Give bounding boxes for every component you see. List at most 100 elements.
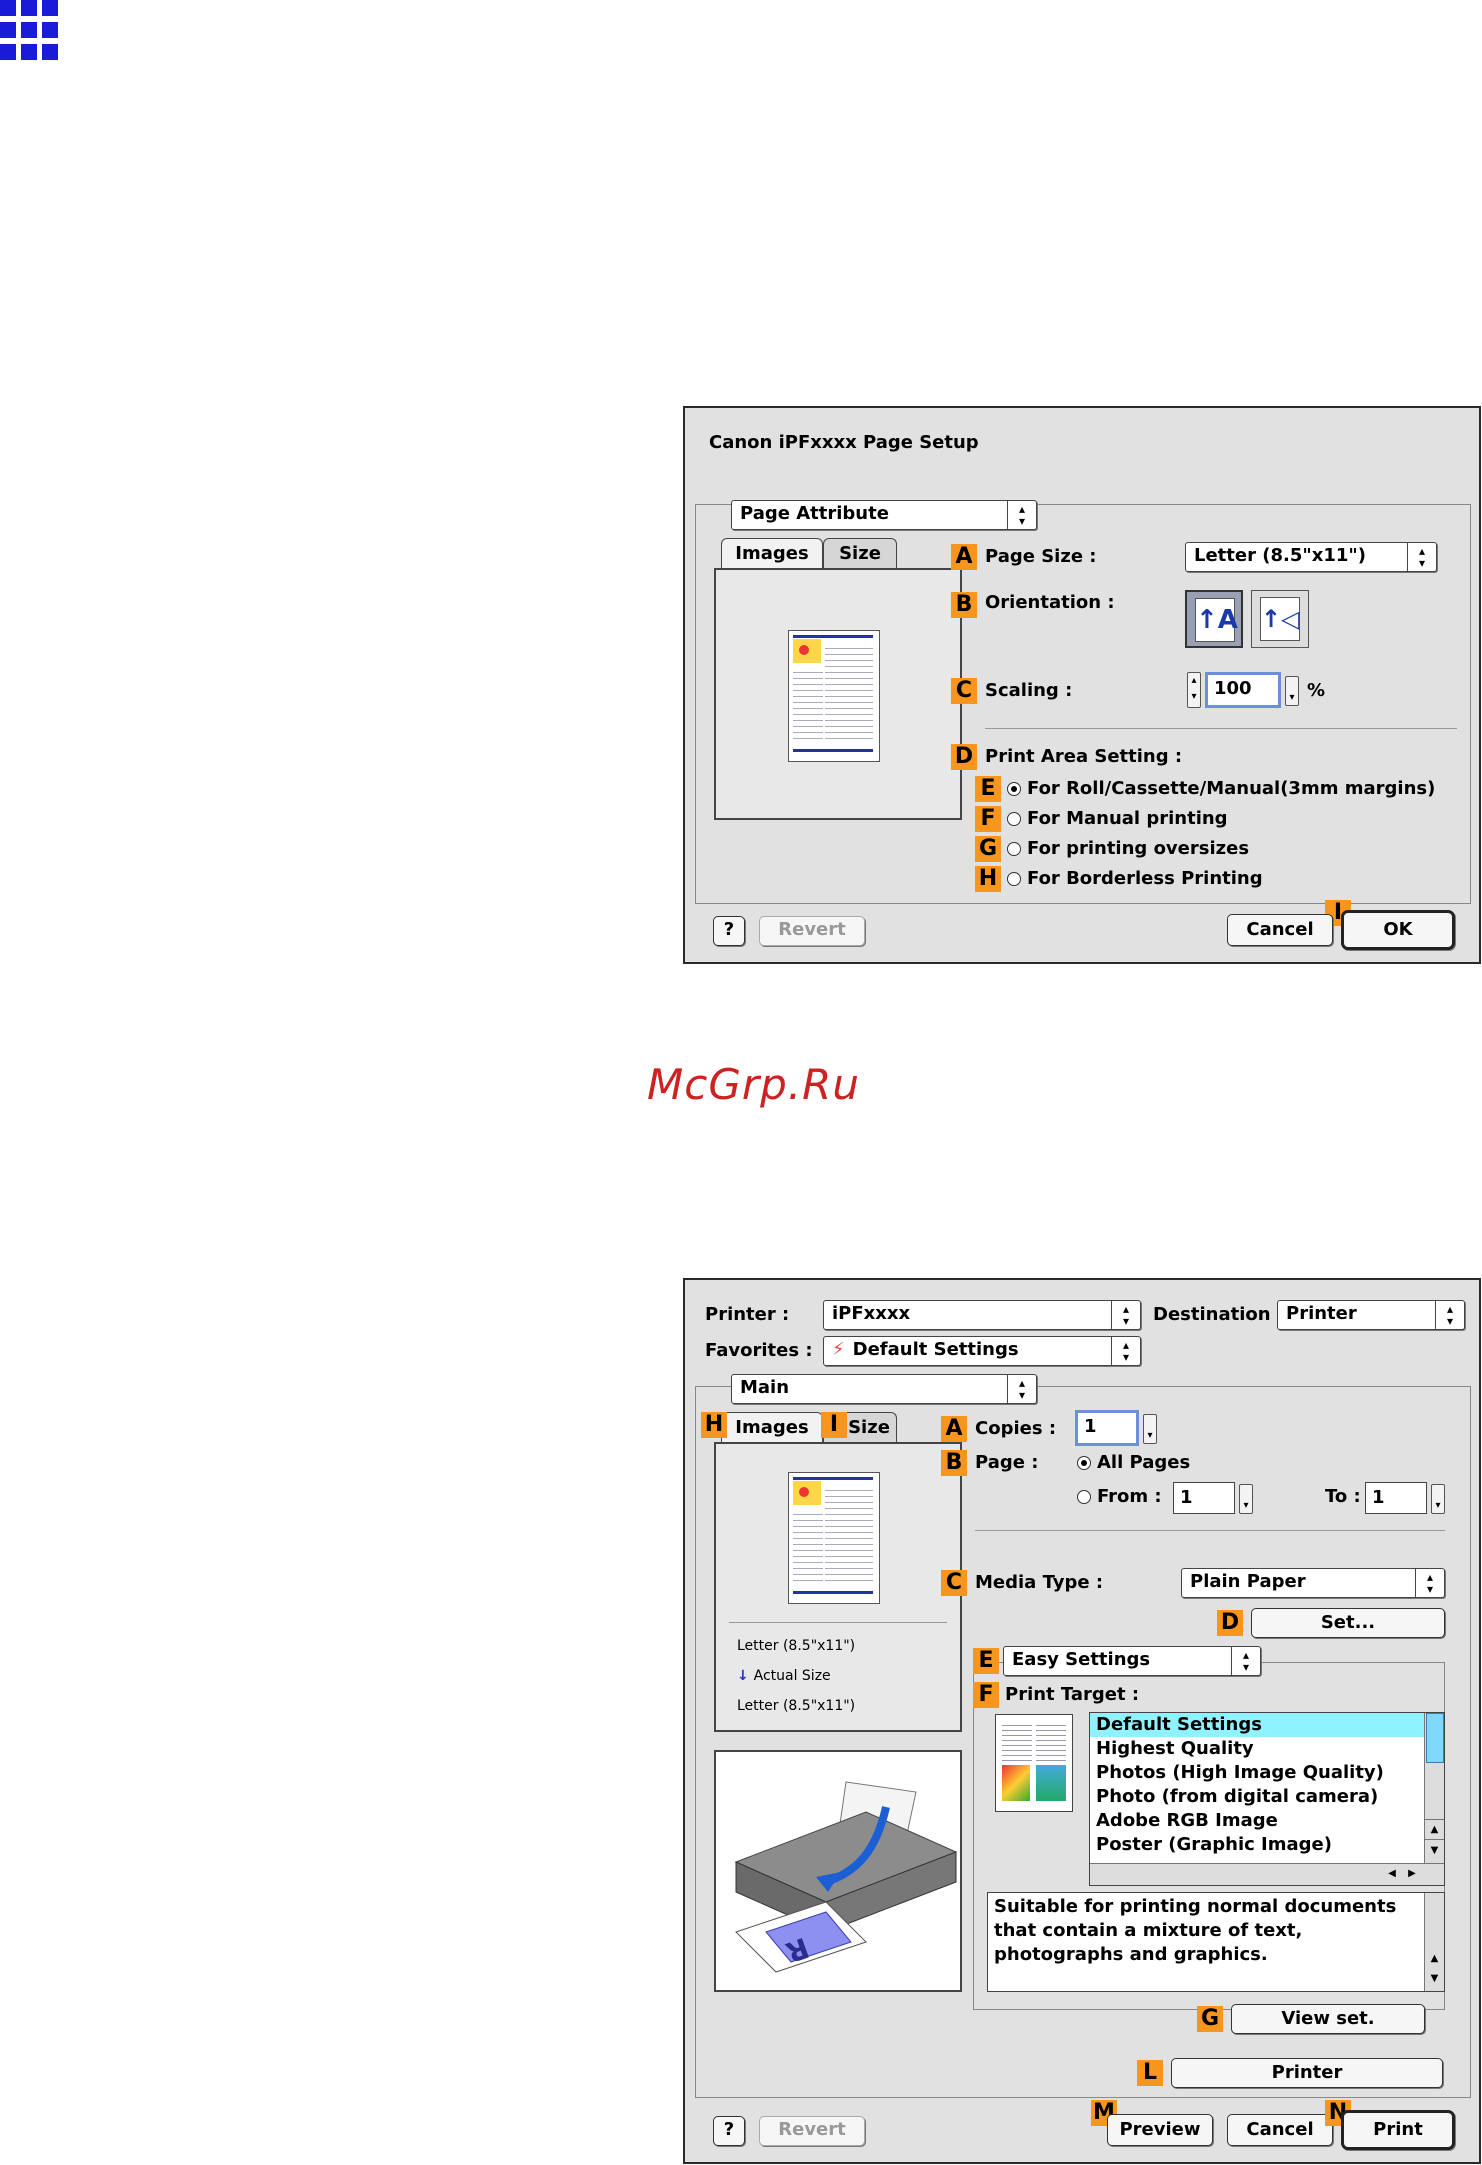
scroll-thumb[interactable] [1426, 1713, 1444, 1763]
marker-i: I [821, 1412, 847, 1438]
scaling-unit: % [1307, 680, 1326, 701]
scroll-up-icon[interactable]: ▲ [1430, 1953, 1439, 1964]
destination-label: Destination : [1153, 1304, 1285, 1325]
print-target-label: Print Target : [1005, 1684, 1140, 1705]
tab-label: Images [735, 543, 809, 564]
separator [975, 1530, 1445, 1531]
grid-menu-icon [0, 0, 60, 66]
marker-g: G [1197, 2006, 1223, 2032]
list-item[interactable]: Photos (High Image Quality) [1096, 1762, 1384, 1783]
from-input[interactable]: 1 [1173, 1482, 1235, 1514]
media-type-popup[interactable]: Plain Paper ▴▾ [1181, 1568, 1445, 1598]
page-attribute-popup[interactable]: Page Attribute ▴▾ [731, 500, 1037, 530]
marker-b: B [941, 1450, 967, 1476]
popup-value: Letter (8.5"x11") [1194, 545, 1366, 566]
scaling-stepper[interactable]: ▴▾ [1187, 672, 1201, 708]
portrait-orientation-button[interactable]: ↑A [1185, 590, 1243, 648]
page-label: Page : [975, 1452, 1039, 1473]
to-input[interactable]: 1 [1365, 1482, 1427, 1514]
help-button[interactable]: ? [713, 916, 745, 946]
actual-size-text: ↓ Actual Size [737, 1668, 831, 1684]
scroll-left-icon[interactable]: ◀ [1388, 1868, 1396, 1879]
scroll-up-icon[interactable]: ▲ [1425, 1819, 1444, 1840]
horizontal-scrollbar[interactable]: ◀ ▶ [1090, 1863, 1444, 1885]
copies-input[interactable]: 1 [1075, 1410, 1139, 1446]
from-label: From : [1097, 1486, 1162, 1507]
list-item[interactable]: Default Settings [1090, 1713, 1444, 1737]
dialog-content-frame [695, 1386, 1471, 2098]
marker-d: D [951, 744, 977, 770]
preview-button[interactable]: Preview [1107, 2114, 1213, 2146]
option-roll-cassette: For Roll/Cassette/Manual(3mm margins) [1027, 778, 1436, 799]
page-size-popup[interactable]: Letter (8.5"x11") ▴▾ [1185, 542, 1437, 572]
media-type-label: Media Type : [975, 1572, 1104, 1593]
radio-borderless[interactable] [1007, 872, 1021, 886]
cancel-button[interactable]: Cancel [1227, 2114, 1333, 2146]
size-from-text: Letter (8.5"x11") [737, 1638, 856, 1654]
scaling-dropdown[interactable]: ▾ [1285, 676, 1299, 706]
to-label: To : [1325, 1486, 1361, 1507]
up-down-arrows-icon: ▴▾ [1435, 1301, 1464, 1329]
page-size-label: Page Size : [985, 546, 1097, 567]
help-icon: ? [723, 919, 735, 940]
cancel-button[interactable]: Cancel [1227, 914, 1333, 946]
ok-button[interactable]: OK [1341, 910, 1455, 950]
option-manual-printing: For Manual printing [1027, 808, 1228, 829]
up-down-arrows-icon: ▴▾ [1111, 1301, 1140, 1329]
separator [985, 728, 1457, 729]
copies-dropdown[interactable]: ▾ [1143, 1414, 1157, 1444]
easy-settings-popup[interactable]: Easy Settings ▴▾ [1003, 1646, 1261, 1676]
view-settings-button[interactable]: View set. [1231, 2004, 1425, 2034]
media-set-button[interactable]: Set... [1251, 1608, 1445, 1638]
help-button[interactable]: ? [713, 2116, 745, 2146]
tab-images[interactable]: Images [721, 538, 823, 569]
to-dropdown[interactable]: ▾ [1431, 1484, 1445, 1514]
up-down-arrows-icon: ▴▾ [1007, 501, 1036, 529]
marker-e: E [973, 1648, 999, 1674]
actual-size-label: Actual Size [753, 1668, 831, 1684]
printer-popup[interactable]: iPFxxxx ▴▾ [823, 1300, 1141, 1330]
list-item[interactable]: Highest Quality [1096, 1738, 1254, 1759]
radio-manual-printing[interactable] [1007, 812, 1021, 826]
destination-popup[interactable]: Printer ▴▾ [1277, 1300, 1465, 1330]
printer-settings-button[interactable]: Printer [1171, 2058, 1443, 2088]
list-item[interactable]: Poster (Graphic Image) [1096, 1834, 1332, 1855]
popup-label: Easy Settings [1012, 1649, 1151, 1670]
size-to-text: Letter (8.5"x11") [737, 1698, 856, 1714]
marker-b: B [951, 592, 977, 618]
dialog-title: Canon iPFxxxx Page Setup [709, 432, 979, 453]
radio-from[interactable] [1077, 1490, 1091, 1504]
radio-roll-cassette[interactable] [1007, 782, 1021, 796]
marker-l: L [1137, 2060, 1163, 2086]
radio-oversizes[interactable] [1007, 842, 1021, 856]
popup-label: Page Attribute [740, 503, 889, 524]
scroll-right-icon[interactable]: ▶ [1408, 1868, 1416, 1879]
print-target-thumbnail [995, 1714, 1073, 1812]
scaling-input[interactable]: 100 [1205, 672, 1281, 708]
marker-c: C [951, 678, 977, 704]
revert-button[interactable]: Revert [759, 916, 865, 946]
scroll-down-icon[interactable]: ▼ [1425, 1839, 1444, 1862]
print-area-label: Print Area Setting : [985, 746, 1183, 767]
revert-button[interactable]: Revert [759, 2116, 865, 2146]
from-dropdown[interactable]: ▾ [1239, 1484, 1253, 1514]
popup-value: Default Settings [852, 1339, 1019, 1360]
list-item[interactable]: Photo (from digital camera) [1096, 1786, 1379, 1807]
up-down-arrows-icon: ▴▾ [1231, 1647, 1260, 1675]
description-scrollbar[interactable]: ▲ ▼ [1424, 1893, 1444, 1991]
print-button[interactable]: Print [1341, 2110, 1455, 2150]
main-popup[interactable]: Main ▴▾ [731, 1374, 1037, 1404]
landscape-orientation-button[interactable]: ↑◁ [1251, 590, 1309, 648]
tab-size[interactable]: Size [823, 538, 897, 569]
favorites-popup[interactable]: ⚡Default Settings ▴▾ [823, 1336, 1141, 1366]
scroll-down-icon[interactable]: ▼ [1430, 1973, 1439, 1984]
print-target-list[interactable]: Default Settings Highest Quality Photos … [1089, 1712, 1445, 1886]
marker-f: F [975, 806, 1001, 832]
list-scrollbar[interactable]: ▲ ▼ [1424, 1713, 1444, 1863]
list-item[interactable]: Adobe RGB Image [1096, 1810, 1278, 1831]
printer-label: Printer : [705, 1304, 790, 1325]
marker-a: A [941, 1416, 967, 1442]
up-down-arrows-icon: ▴▾ [1111, 1337, 1140, 1365]
radio-all-pages[interactable] [1077, 1456, 1091, 1470]
tab-images[interactable]: Images [721, 1412, 823, 1443]
